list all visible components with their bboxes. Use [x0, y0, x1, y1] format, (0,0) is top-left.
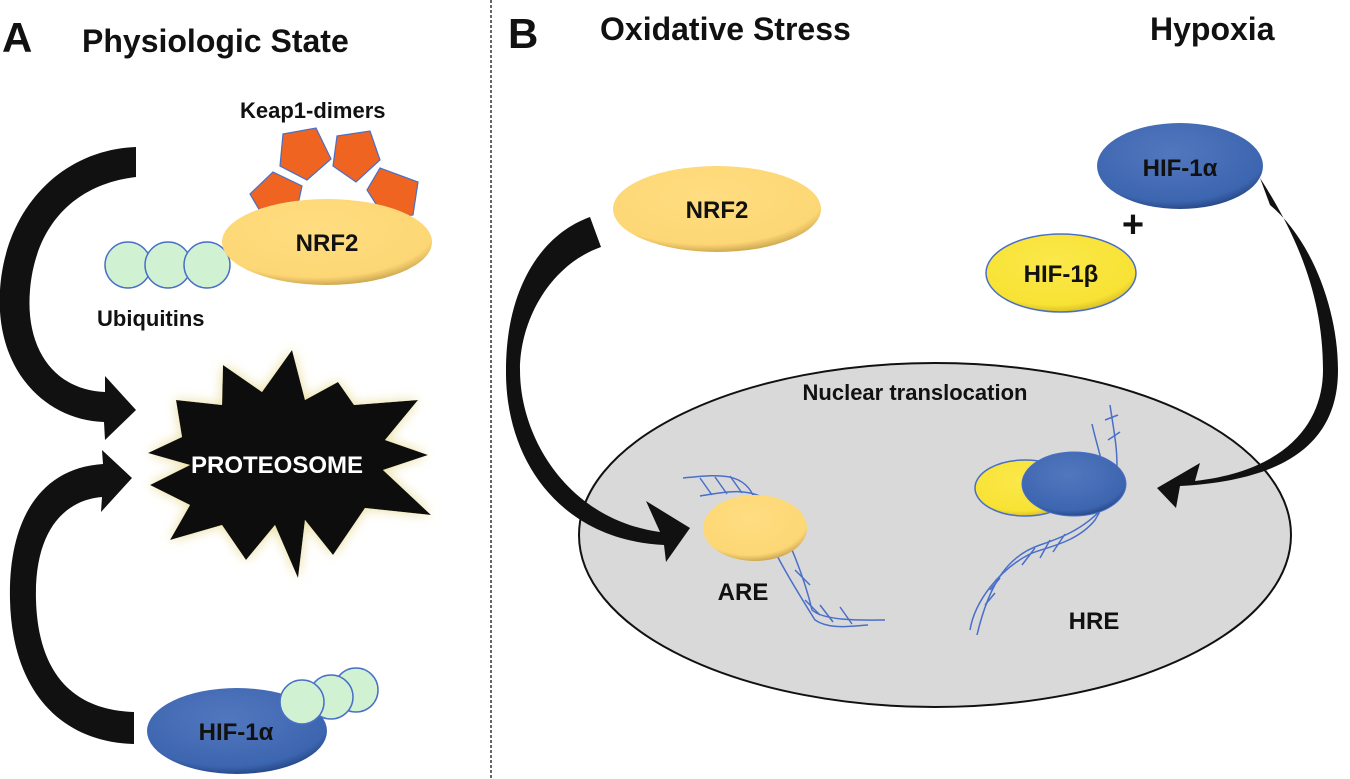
- nrf2-free: [613, 166, 821, 252]
- nrf2-bound-are: [703, 495, 807, 561]
- nrf2-bound: [222, 199, 432, 285]
- nucleus-label: Nuclear translocation: [803, 380, 1028, 405]
- ubiquitin-chain-hif: [279, 667, 379, 725]
- panel-a-letter: A: [2, 14, 32, 61]
- degradation-arrow-hif1a: [9, 450, 134, 744]
- hif1b-free: [985, 233, 1137, 313]
- hif1a-label-a: HIF-1α: [199, 719, 274, 746]
- translocation-arrow-nrf2: [505, 217, 690, 562]
- ubiquitin-chain: [104, 241, 231, 289]
- panel-b-letter: B: [508, 10, 538, 57]
- degradation-arrow-nrf2: [0, 147, 136, 440]
- keap1-pentagon: [279, 127, 332, 181]
- nrf2-label-a: NRF2: [296, 230, 359, 257]
- proteosome-label: PROTEOSOME: [191, 452, 363, 479]
- hre-label: HRE: [1069, 608, 1120, 635]
- hif1a-free: [1097, 123, 1263, 209]
- ubiquitin: [104, 241, 152, 289]
- hif1a-bound: [1021, 451, 1127, 517]
- panel-b-title-oxidative: Oxidative Stress: [600, 11, 851, 47]
- nucleus: [578, 362, 1292, 708]
- hif1a-label-b: HIF-1α: [1143, 155, 1218, 182]
- nrf2-label-b: NRF2: [686, 197, 749, 224]
- ubiquitin: [183, 241, 231, 289]
- ubiquitins-label: Ubiquitins: [97, 306, 205, 331]
- keap1-label: Keap1-dimers: [240, 98, 386, 123]
- hif1b-label: HIF-1β: [1024, 261, 1099, 288]
- ubiquitin: [279, 679, 325, 725]
- keap1-pentagon: [332, 130, 381, 183]
- keap1-dimers: [249, 127, 419, 219]
- panel-a-title: Physiologic State: [82, 23, 349, 59]
- are-label: ARE: [718, 579, 769, 606]
- panel-b-title-hypoxia: Hypoxia: [1150, 11, 1275, 47]
- plus-sign: +: [1122, 204, 1144, 246]
- proteosome: [148, 350, 431, 578]
